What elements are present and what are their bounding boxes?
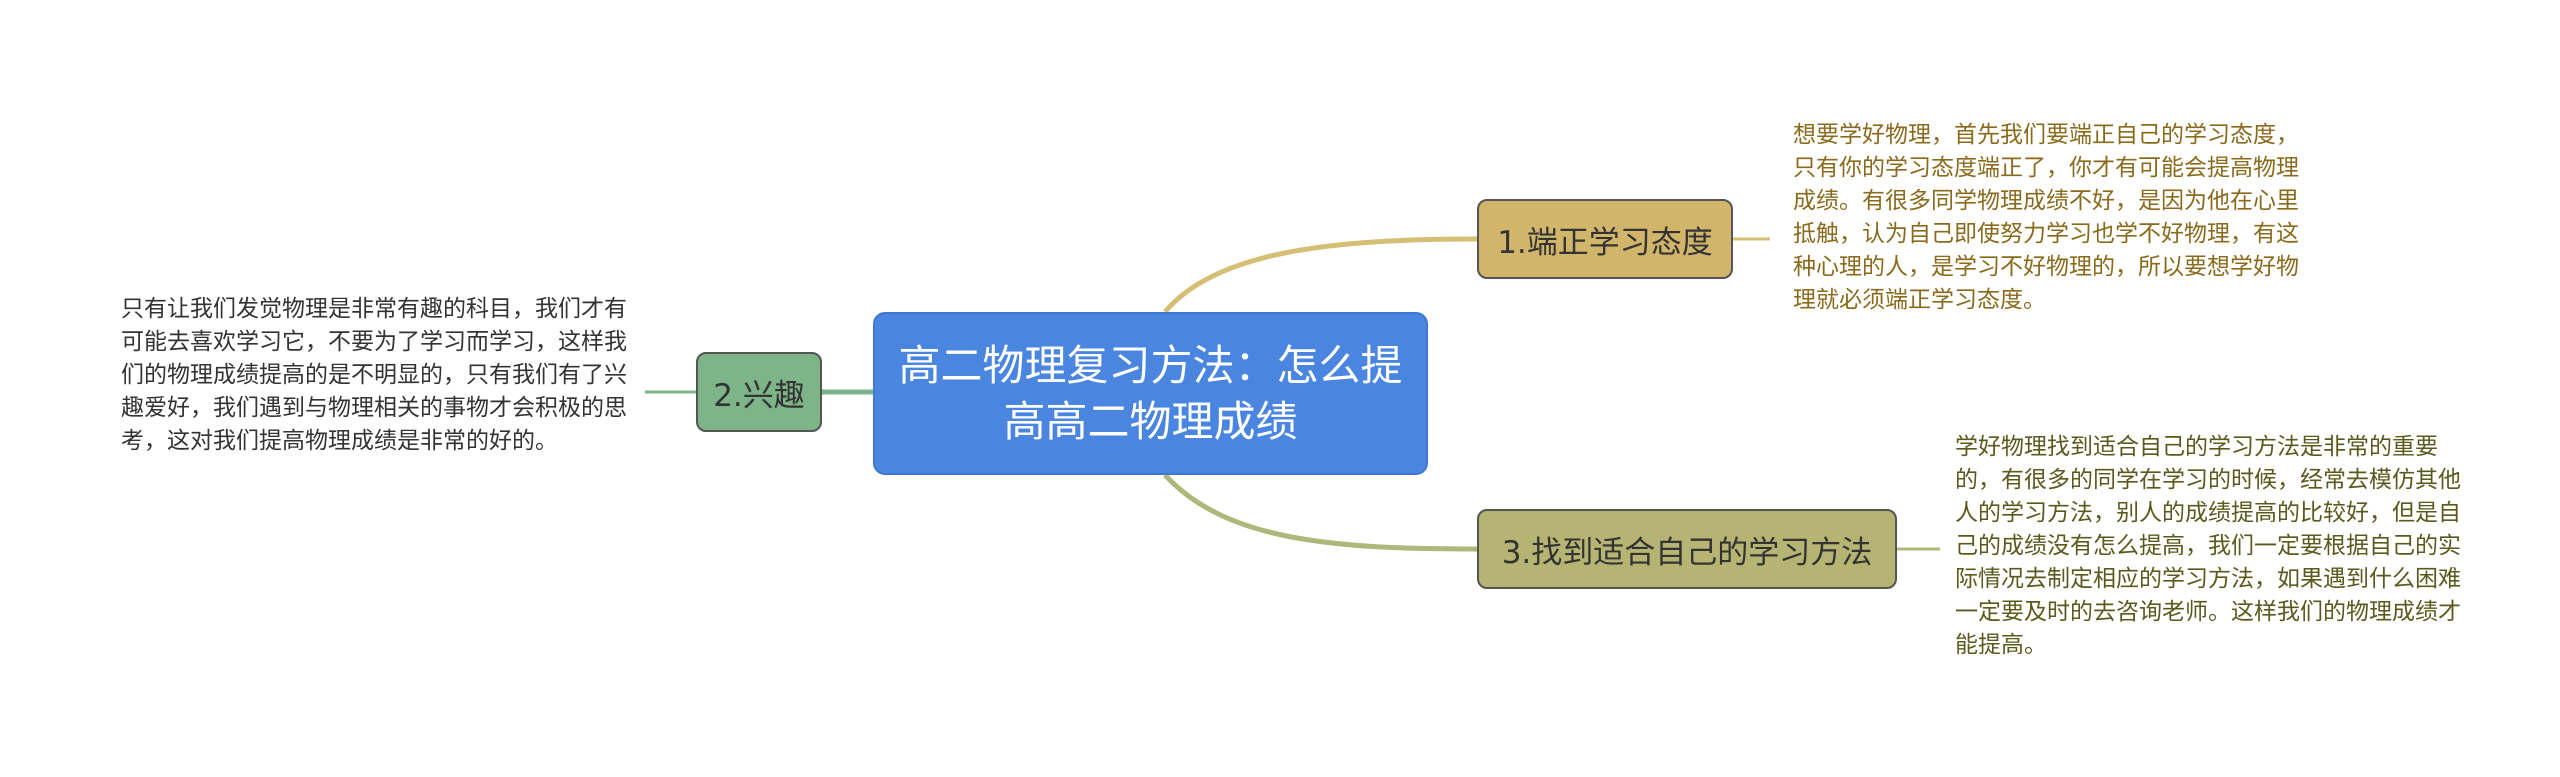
branch-attitude-label: 1.端正学习态度	[1497, 224, 1713, 261]
branch-attitude[interactable]: 1.端正学习态度	[1477, 199, 1733, 279]
connector-root-to-branch-1	[1163, 236, 1478, 314]
branch-method-label: 3.找到适合自己的学习方法	[1501, 534, 1873, 571]
root-topic[interactable]: 高二物理复习方法：怎么提高高二物理成绩	[873, 312, 1428, 475]
branch-interest-label: 2.兴趣	[713, 377, 805, 414]
branch-interest[interactable]: 2.兴趣	[696, 352, 822, 432]
detail-method: 学好物理找到适合自己的学习方法是非常的重要的，有很多的同学在学习的时候，经常去模…	[1955, 434, 2461, 658]
detail-interest: 只有让我们发觉物理是非常有趣的科目，我们才有可能去喜欢学习它，不要为了学习而学习…	[121, 296, 627, 454]
branch-method[interactable]: 3.找到适合自己的学习方法	[1477, 509, 1897, 589]
detail-attitude: 想要学好物理，首先我们要端正自己的学习态度，只有你的学习态度端正了，你才有可能会…	[1793, 122, 2299, 313]
connector-root-to-branch-3	[1163, 473, 1478, 552]
root-topic-label: 高二物理复习方法：怎么提高高二物理成绩	[898, 340, 1403, 446]
